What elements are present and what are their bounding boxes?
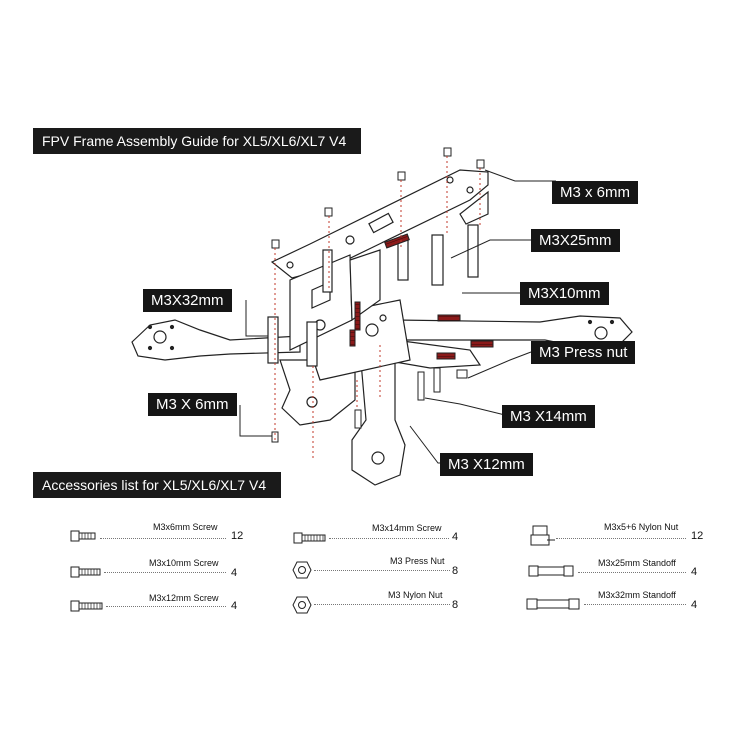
acc-item-name: M3 Press Nut: [390, 556, 445, 566]
screw-medium-icon: [70, 566, 101, 578]
standoffs: [267, 224, 479, 367]
press-nut-icon: [292, 561, 312, 579]
callout-m3x25: M3X25mm: [531, 229, 620, 252]
callout-m3x10: M3X10mm: [520, 282, 609, 305]
acc-item-qty: 12: [231, 530, 244, 542]
callout-m3x12: M3 X12mm: [440, 453, 533, 476]
standoff-32-icon: [526, 598, 580, 610]
callout-m3x6-left: M3 X 6mm: [148, 393, 237, 416]
screw-long-icon: [293, 532, 326, 544]
callout-m3x6-top: M3 x 6mm: [552, 181, 639, 204]
acc-item-qty: 8: [452, 565, 459, 577]
acc-item-name: M3x25mm Standoff: [598, 558, 676, 568]
screws: [271, 147, 494, 443]
accessories-title: Accessories list for XL5/XL6/XL7 V4: [33, 472, 281, 498]
screw-long-icon: [70, 600, 103, 612]
callout-m3x32: M3X32mm: [143, 289, 232, 312]
acc-item-qty: 4: [691, 566, 698, 578]
nylon-standoff-icon: [530, 525, 555, 546]
acc-item-qty: 4: [231, 567, 238, 579]
acc-item-name: M3x6mm Screw: [153, 522, 218, 532]
standoff-25-icon: [528, 565, 574, 577]
alignment-lines: [274, 156, 481, 460]
screw-short-icon: [70, 530, 96, 542]
acc-item-qty: 12: [691, 530, 704, 542]
acc-item-name: M3 Nylon Nut: [388, 590, 443, 600]
callout-m3-press-nut: M3 Press nut: [531, 341, 636, 364]
assembly-title: FPV Frame Assembly Guide for XL5/XL6/XL7…: [33, 128, 361, 154]
acc-item-qty: 4: [452, 531, 459, 543]
callout-m3x14: M3 X14mm: [502, 405, 595, 428]
acc-item-name: M3x5+6 Nylon Nut: [604, 522, 679, 532]
acc-item-qty: 8: [452, 599, 459, 611]
acc-item-name: M3x32mm Standoff: [598, 590, 676, 600]
acc-item-qty: 4: [691, 599, 698, 611]
acc-item-qty: 4: [231, 600, 238, 612]
right-arm: [394, 315, 633, 349]
front-arm: [351, 349, 406, 486]
frame-exploded-diagram: [131, 147, 633, 486]
leader-lines: [239, 169, 556, 464]
acc-item-name: M3x14mm Screw: [372, 523, 442, 533]
acc-item-name: M3x12mm Screw: [149, 593, 219, 603]
nylon-nut-icon: [292, 596, 312, 614]
acc-item-name: M3x10mm Screw: [149, 558, 219, 568]
